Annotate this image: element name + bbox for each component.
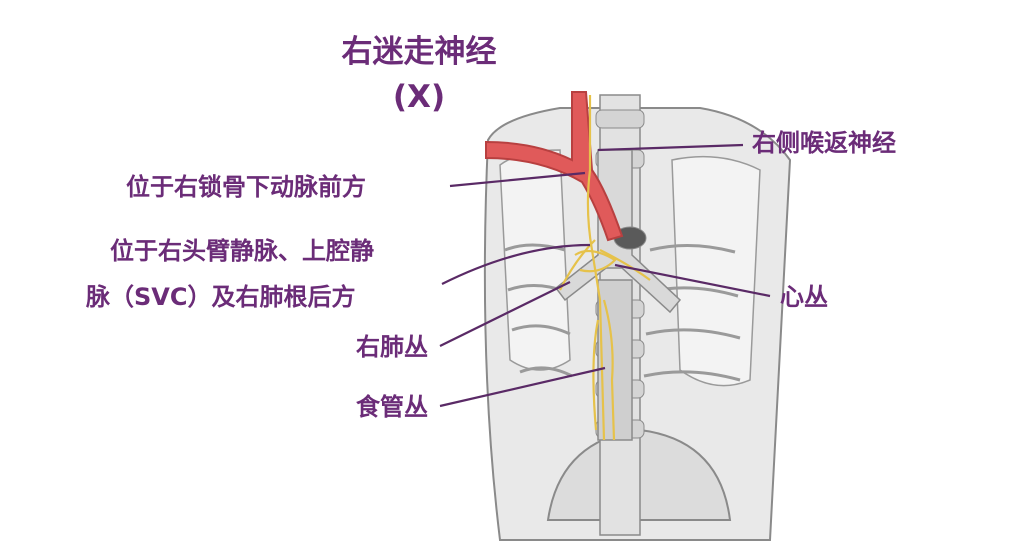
label-posterior-line2: 脉（SVC）及右肺根后方 (86, 283, 356, 311)
leader-anterior-subclavian (449, 171, 586, 188)
title-line2: (X) (392, 79, 446, 115)
label-recurrent-laryngeal: 右侧喉返神经 (752, 129, 896, 157)
leader-lines (439, 143, 771, 408)
subclavian-artery (485, 91, 624, 242)
leader-posterior (441, 243, 591, 285)
title-line1: 右迷走神经 (341, 34, 497, 70)
leader-esophageal (439, 366, 606, 408)
leader-recurrent (597, 143, 744, 152)
label-esophageal-plexus: 食管丛 (356, 393, 428, 421)
leader-cardiac (614, 263, 771, 298)
label-pulmonary-plexus: 右肺丛 (356, 333, 428, 361)
label-posterior-line1: 位于右头臂静脉、上腔静 (110, 237, 374, 265)
leader-pulmonary (439, 281, 571, 347)
label-cardiac-plexus: 心丛 (780, 283, 828, 311)
label-anterior-subclavian: 位于右锁骨下动脉前方 (126, 173, 366, 201)
